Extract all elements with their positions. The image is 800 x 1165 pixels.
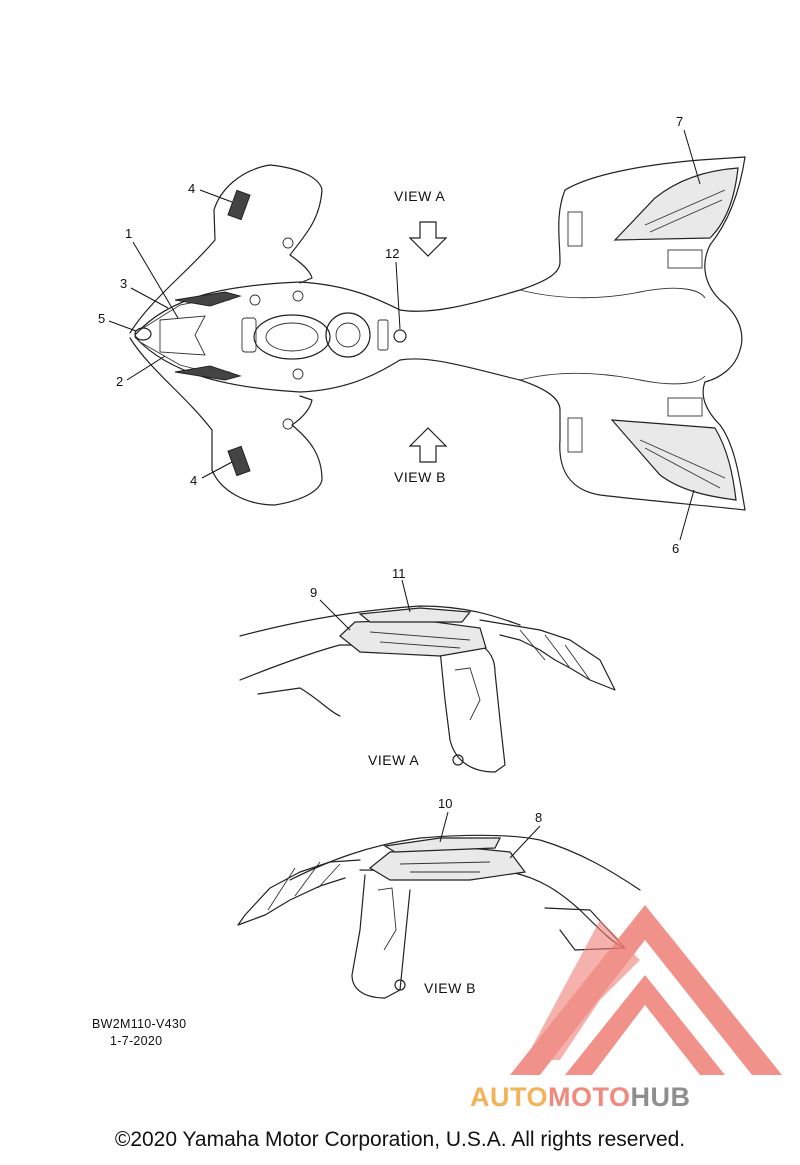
emblem-5 (134, 327, 152, 341)
rear-fender (558, 156, 746, 511)
view-a-top-label: VIEW A (394, 188, 445, 204)
decal-4-lower (227, 445, 251, 477)
callouts-view-b: 10 8 VIEW B (424, 796, 542, 996)
top-view-fender-assembly (129, 156, 746, 511)
copyright-notice: ©2020 Yamaha Motor Corporation, U.S.A. A… (114, 1128, 686, 1151)
center-body (134, 261, 561, 411)
callout-9: 9 (310, 585, 317, 600)
wordmark-hub: HUB (630, 1082, 691, 1112)
decal-10-graphic (383, 837, 501, 853)
callout-3: 3 (120, 276, 127, 291)
callouts-view-a: 11 9 VIEW A (310, 566, 419, 768)
callout-2: 2 (116, 374, 123, 389)
decal-7-graphic (613, 167, 739, 241)
callout-11: 11 (392, 566, 406, 581)
decal-6-graphic (610, 419, 737, 501)
callout-4-upper: 4 (188, 181, 195, 196)
decal-8-graphic (368, 847, 527, 881)
wordmark-auto: AUTO (470, 1082, 549, 1112)
view-b-arrow: VIEW B (394, 427, 448, 485)
front-fender-lower (129, 337, 323, 506)
decal-11-graphic (358, 607, 472, 623)
automotohub-wordmark: AUTOMOTOHUB (470, 1082, 691, 1113)
callout-6: 6 (672, 541, 679, 556)
automotohub-logo (510, 905, 782, 1075)
view-a-arrow: VIEW A (394, 188, 448, 257)
view-b-caption: VIEW B (424, 980, 476, 996)
callout-12: 12 (385, 246, 399, 261)
callout-7: 7 (676, 114, 683, 129)
drawing-date: 1-7-2020 (110, 1034, 162, 1048)
view-b-top-label: VIEW B (394, 469, 446, 485)
decal-9-graphic (339, 619, 487, 657)
callout-10: 10 (438, 796, 452, 811)
callouts-top: 4 1 3 5 2 4 12 7 6 (98, 114, 701, 556)
callout-5: 5 (98, 311, 105, 326)
callout-1: 1 (125, 226, 132, 241)
drawing-code: BW2M110-V430 (92, 1017, 186, 1031)
callout-4-lower: 4 (190, 473, 197, 488)
wordmark-moto: MOTO (548, 1082, 631, 1112)
view-a-caption: VIEW A (368, 752, 419, 768)
decal-4-upper (227, 189, 251, 221)
callout-8: 8 (535, 810, 542, 825)
view-a-side (239, 605, 616, 773)
front-fender-upper (129, 164, 323, 334)
